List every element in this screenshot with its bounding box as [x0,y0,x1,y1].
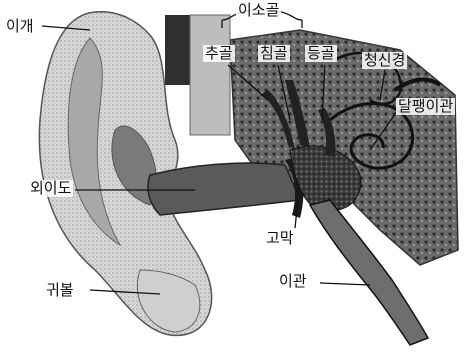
label-auricle: 이개 [4,18,36,35]
label-malleus: 추골 [203,45,235,62]
label-ear-canal: 외이도 [28,180,73,197]
label-eardrum: 고막 [264,230,296,247]
label-cochlea: 달팽이관 [396,98,455,115]
label-ossicles: 이소골 [236,2,281,19]
label-earlobe: 귀볼 [44,282,76,299]
label-stapes: 등골 [305,45,337,62]
label-incus: 침골 [258,45,290,62]
leader-eustachian [320,283,370,285]
label-auditory-nerve: 청신경 [362,52,407,69]
label-eustachian-tube: 이관 [277,273,309,290]
tissue-column [165,15,190,85]
ear-canal-tube [148,163,300,215]
tissue-column-edge [190,15,230,135]
